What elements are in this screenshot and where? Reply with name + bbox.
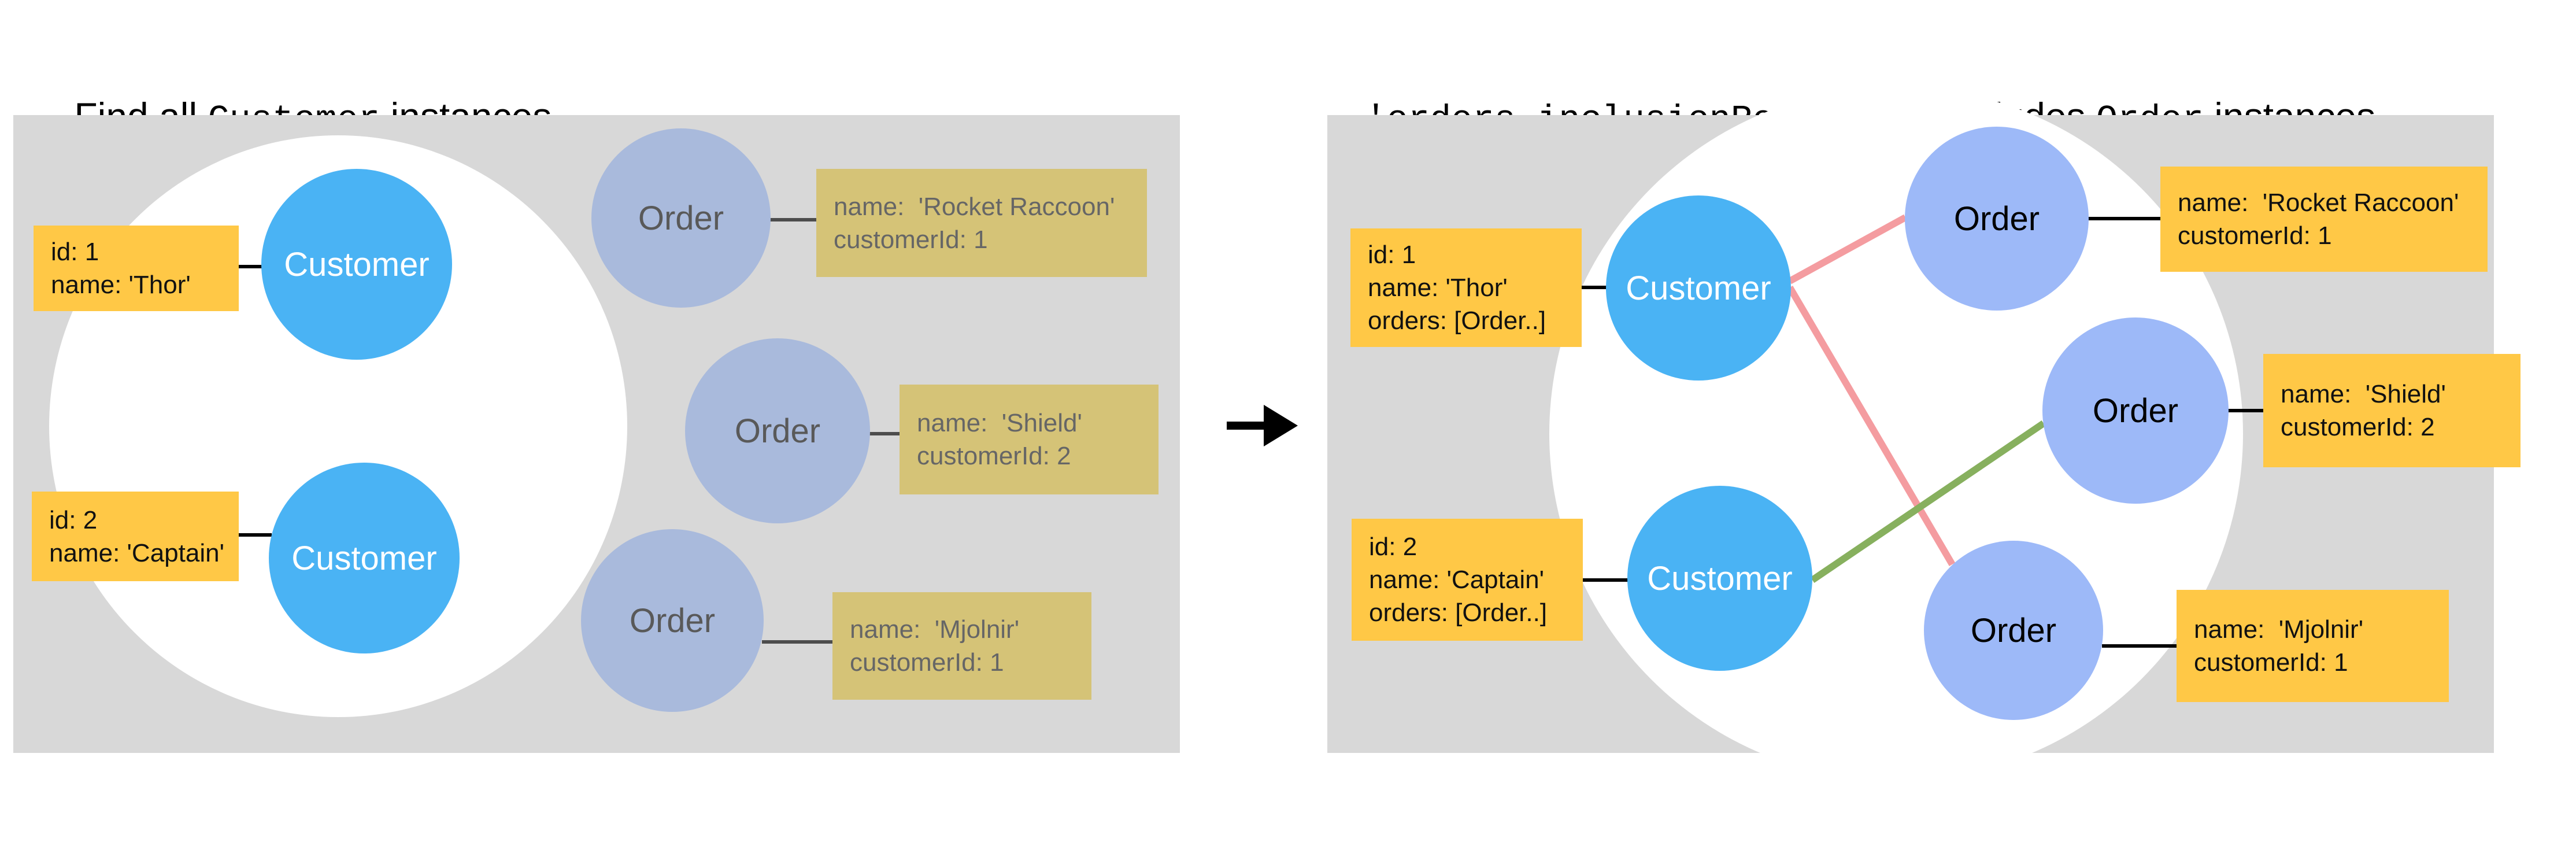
left-order-shield-label: Order [734, 412, 821, 450]
right-customer-1-label: Customer [1626, 269, 1771, 307]
transform-arrow-icon [1227, 405, 1298, 446]
right-order-rocket-circle: Order [1905, 127, 2089, 311]
left-thor-note: id: 1 name: 'Thor' [34, 226, 239, 311]
note-line: name: 'Rocket Raccoon' [2178, 189, 2459, 217]
note-line: name: 'Shield' [917, 409, 1082, 437]
left-order-mjolnir-circle: Order [581, 529, 764, 712]
left-customer-1-circle: Customer [261, 169, 452, 360]
note-line: customerId: 1 [834, 225, 988, 254]
relation-captain-shield-line [1810, 420, 2046, 583]
note-line: id: 1 [51, 238, 99, 266]
note-line: name: 'Shield' [2281, 380, 2446, 408]
right-customer-1-circle: Customer [1606, 195, 1791, 381]
left-customer-2-label: Customer [291, 539, 437, 577]
note-line: orders: [Order..] [1368, 306, 1546, 335]
note-line: customerId: 2 [2281, 413, 2435, 441]
note-line: name: 'Thor' [1368, 274, 1508, 302]
note-line: customerId: 1 [2194, 648, 2348, 677]
left-mjolnir-note: name: 'Mjolnir' customerId: 1 [832, 592, 1091, 700]
right-captain-note: id: 2 name: 'Captain' orders: [Order..] [1352, 519, 1583, 641]
relation-thor-rocket-line [1788, 214, 1907, 285]
note-line: name: 'Thor' [51, 271, 191, 299]
note-line: customerId: 1 [2178, 221, 2332, 250]
note-line: orders: [Order..] [1369, 599, 1548, 627]
right-rocket-note: name: 'Rocket Raccoon' customerId: 1 [2160, 167, 2488, 272]
right-order-mjolnir-circle: Order [1924, 541, 2103, 720]
right-thor-note: id: 1 name: 'Thor' orders: [Order..] [1350, 228, 1582, 347]
left-shield-note: name: 'Shield' customerId: 2 [900, 385, 1159, 494]
right-order-rocket-label: Order [1953, 200, 2040, 238]
note-line: customerId: 2 [917, 442, 1071, 470]
left-customer-1-label: Customer [284, 245, 430, 283]
note-line: name: 'Mjolnir' [850, 615, 1020, 644]
right-order-mjolnir-label: Order [1970, 611, 2057, 649]
note-line: id: 1 [1368, 241, 1416, 269]
note-line: name: 'Mjolnir' [2194, 615, 2364, 644]
right-order-shield-label: Order [2092, 392, 2179, 430]
note-line: name: 'Rocket Raccoon' [834, 192, 1115, 221]
left-order-rocket-circle: Order [591, 128, 771, 308]
note-line: id: 2 [49, 505, 98, 534]
right-customer-2-circle: Customer [1627, 486, 1812, 671]
right-mjolnir-note: name: 'Mjolnir' customerId: 1 [2177, 590, 2449, 702]
right-shield-note: name: 'Shield' customerId: 2 [2263, 354, 2521, 467]
left-order-mjolnir-label: Order [629, 601, 716, 640]
right-customer-2-label: Customer [1647, 559, 1793, 597]
note-line: id: 2 [1369, 533, 1417, 561]
left-order-shield-circle: Order [685, 338, 870, 523]
left-customer-2-circle: Customer [269, 463, 460, 653]
left-rocket-note: name: 'Rocket Raccoon' customerId: 1 [816, 169, 1147, 277]
left-order-rocket-label: Order [638, 199, 724, 237]
left-captain-note: id: 2 name: 'Captain' [32, 492, 239, 581]
note-line: customerId: 1 [850, 648, 1004, 677]
relation-thor-mjolnir-line [1786, 285, 1956, 567]
note-line: name: 'Captain' [49, 538, 224, 567]
right-order-shield-circle: Order [2042, 317, 2229, 504]
note-line: name: 'Captain' [1369, 566, 1544, 594]
